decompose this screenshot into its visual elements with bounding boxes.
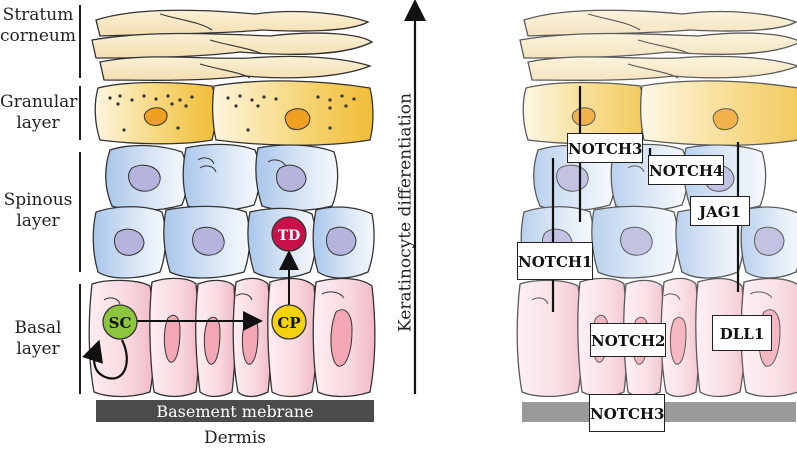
gene-notch2: NOTCH2 [590,323,666,357]
stem-cell-marker: SC [102,304,138,340]
sc-self-renewal-arrow [82,339,128,380]
gene-notch1: NOTCH1 [517,242,593,280]
differentiation-axis-label: Keratinocyte differentiation [395,93,416,332]
gene-dll1: DLL1 [712,315,772,351]
sc-label: SC [109,314,132,332]
basement-membrane-left [96,400,374,422]
gene-notch3-bottom: NOTCH3 [589,394,665,432]
granular-layer-label: Granular layer [0,92,78,133]
cp-label: CP [277,314,300,332]
left-epidermis [88,9,376,398]
terminally-differentiated-marker: TD [271,216,307,252]
basal-layer-label: Basal layer [14,318,62,359]
td-label: TD [278,228,301,244]
granule-dots [108,94,356,132]
dermis-label: Dermis [203,428,267,448]
gene-jag1: JAG1 [690,196,750,226]
gene-notch3-top: NOTCH3 [567,133,643,163]
spinous-layer-label: Spinous layer [3,190,73,231]
stratum-corneum-label: Stratum corneum [0,5,76,46]
committed-progenitor-marker: CP [271,304,307,340]
gene-notch4: NOTCH4 [648,155,724,185]
basement-membrane-label: Basement mebrane [156,402,314,421]
